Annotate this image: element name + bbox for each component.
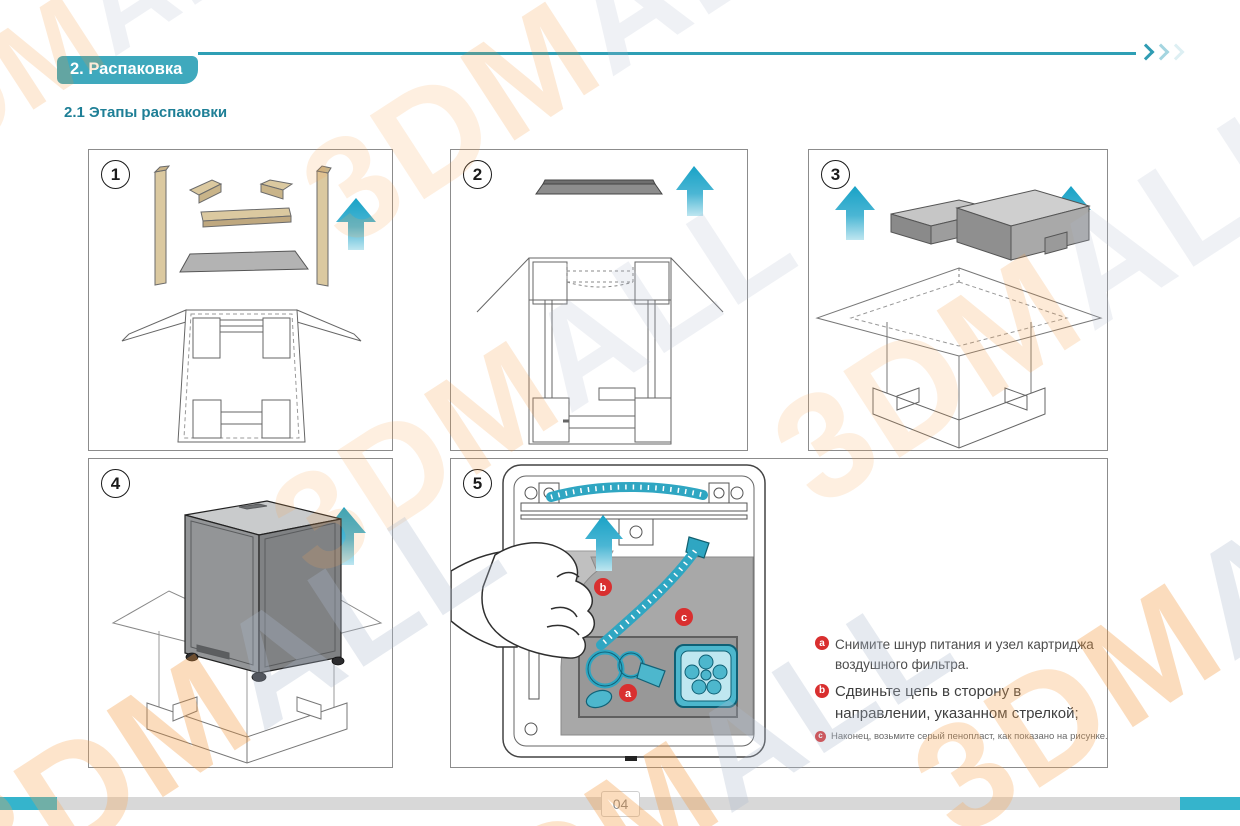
chevron-right-icon [1167,43,1185,61]
callout-c-badge: c [815,731,826,742]
diagram-label-badges: b c a [594,578,693,702]
callout-c: c Наконец, возьмите серый пенопласт, как… [815,731,1123,743]
unboxing-step5-illustration: b c a [451,464,766,761]
footer: 04 [0,791,1240,817]
step-number: 1 [101,160,130,189]
callout-b: b Сдвиньте цепь в сторону в направлении,… [815,681,1093,725]
up-arrow-icon [835,186,875,240]
step-number: 3 [821,160,850,189]
air-filter-illustration [674,644,738,708]
step-number-text: 5 [472,473,483,493]
callout-a: a Снимите шнур питания и узел картриджа … [815,635,1107,676]
diagram-label-a: a [625,688,632,700]
up-arrow-icon [676,166,714,216]
subsection-title: 2.1 Этапы распаковки [64,104,228,121]
step-panel-1: 1 [88,149,393,451]
footer-accent-right [1180,797,1240,810]
section-title-badge: 2. Распаковка [57,56,199,84]
step-panel-4: 4 [88,458,393,768]
up-arrow-icon [336,198,376,250]
step-number: 5 [463,469,492,498]
step-panel-5: 5 [450,458,1108,768]
header-rule [198,52,1136,55]
callout-a-badge: a [815,636,829,650]
step-number-text: 2 [472,164,483,184]
callout-c-text: Наконец, возьмите серый пенопласт, как п… [831,731,1108,742]
page-number: 04 [601,791,640,817]
hand-illustration [451,542,595,659]
step-number: 2 [463,160,492,189]
callout-b-text: Сдвиньте цепь в сторону в направлении, у… [835,683,1079,722]
unboxing-step3-illustration [815,186,1103,449]
step-panel-2: 2 [450,149,748,451]
cable-chain-illustration [546,482,710,650]
up-arrow-icon [585,515,623,571]
step-panel-3: 3 [808,149,1108,451]
step-number-text: 3 [830,164,841,184]
callout-b-badge: b [815,684,829,698]
footer-accent-left [0,797,57,810]
step-number-text: 1 [110,164,121,184]
unboxing-step4-illustration [111,500,383,764]
step-number-text: 4 [110,473,121,493]
header-chevrons-icon [1137,43,1185,61]
unboxing-step2-illustration [476,166,724,445]
callout-a-text: Снимите шнур питания и узел картриджа во… [835,637,1094,673]
unboxing-step1-illustration [121,165,376,443]
diagram-label-b: b [600,582,607,594]
diagram-label-c: c [681,612,687,624]
power-cord-illustration [585,649,666,709]
step5-callouts: a Снимите шнур питания и узел картриджа … [815,459,1108,767]
step-number: 4 [101,469,130,498]
